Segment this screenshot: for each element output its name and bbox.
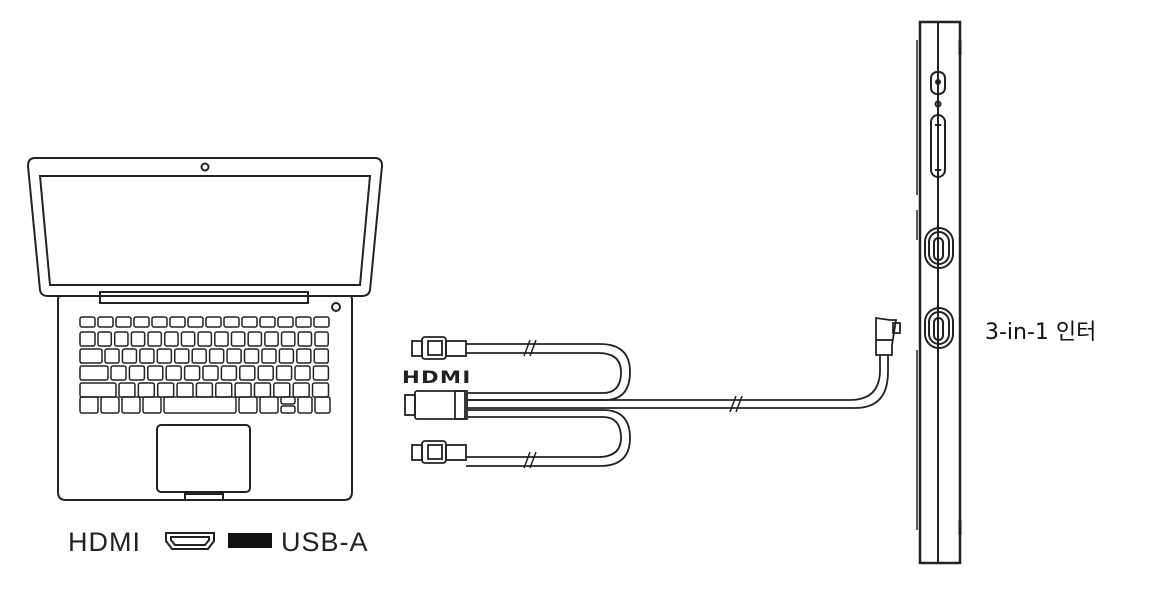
- key: [280, 405, 296, 414]
- key: [314, 331, 329, 347]
- key: [139, 348, 155, 364]
- key: [208, 348, 225, 364]
- key: [187, 316, 204, 328]
- key: [113, 331, 129, 347]
- key: [110, 365, 127, 381]
- usb-a-port-icon: [228, 533, 272, 548]
- key: [295, 316, 312, 328]
- key: [234, 382, 252, 398]
- key: [174, 348, 190, 364]
- usb-a-port-label: USB-A: [281, 527, 369, 557]
- key: [215, 382, 233, 398]
- key: [297, 331, 313, 347]
- key: [137, 382, 156, 398]
- 3-in-1-port-label: 3-in-1 인터: [985, 320, 1097, 345]
- key: [297, 396, 313, 414]
- key: [97, 331, 113, 347]
- key: [128, 365, 146, 381]
- key: [264, 331, 279, 347]
- trackpad: [156, 424, 251, 493]
- key: [243, 348, 260, 364]
- key: [247, 331, 263, 347]
- key: [197, 331, 213, 347]
- key: [180, 331, 196, 347]
- power-button: [930, 71, 946, 95]
- key: [296, 348, 312, 364]
- key: [79, 331, 96, 347]
- key: [79, 396, 99, 414]
- key: [257, 365, 274, 381]
- usb-c-port-2: [924, 307, 954, 349]
- key: [121, 348, 138, 364]
- key: [156, 348, 173, 364]
- keyboard: [79, 316, 331, 414]
- key: [223, 316, 240, 328]
- monitor-side: [916, 20, 962, 565]
- hdmi-connector-label: HDMI: [402, 368, 472, 388]
- cable: [404, 316, 901, 469]
- key: [253, 382, 272, 398]
- key: [239, 365, 256, 381]
- key: [273, 382, 291, 398]
- key: [195, 382, 214, 398]
- key: [156, 382, 175, 398]
- key: [241, 316, 258, 328]
- key: [292, 382, 310, 398]
- key: [230, 331, 246, 347]
- key: [238, 396, 258, 414]
- usb-plug-bottom: [411, 444, 423, 461]
- key: [202, 365, 219, 381]
- key: [294, 365, 311, 381]
- key: [278, 348, 295, 364]
- key: [79, 348, 103, 364]
- key: [261, 348, 277, 364]
- key: [214, 331, 229, 347]
- laptop: [26, 157, 384, 501]
- key: [130, 331, 146, 347]
- key: [151, 316, 168, 328]
- key: [280, 331, 296, 347]
- key: [259, 396, 279, 414]
- key: [191, 348, 207, 364]
- usb-plug-top: [411, 340, 423, 357]
- key: [79, 316, 96, 328]
- key: [163, 396, 237, 414]
- key: [277, 316, 294, 328]
- key: [226, 348, 242, 364]
- key: [147, 331, 163, 347]
- key: [313, 316, 330, 328]
- key: [176, 382, 194, 398]
- key: [79, 382, 117, 398]
- key: [121, 396, 141, 414]
- key: [313, 348, 330, 364]
- key: [314, 396, 331, 414]
- hdmi-port-icon: [165, 532, 215, 550]
- key: [312, 365, 330, 381]
- key: [169, 316, 186, 328]
- volume-button: [930, 114, 946, 178]
- key: [104, 348, 120, 364]
- key: [183, 365, 201, 381]
- key: [163, 331, 179, 347]
- key: [147, 365, 164, 381]
- key: [100, 396, 120, 414]
- hdmi-plug: [414, 390, 466, 420]
- key: [79, 365, 109, 381]
- key: [165, 365, 182, 381]
- key: [142, 396, 162, 414]
- key: [311, 382, 330, 398]
- key: [115, 316, 132, 328]
- key: [259, 316, 276, 328]
- hdmi-port-label: HDMI: [68, 527, 141, 557]
- key: [133, 316, 150, 328]
- key: [97, 316, 114, 328]
- key: [280, 396, 296, 405]
- key: [275, 365, 293, 381]
- key: [118, 382, 136, 398]
- usb-c-port-1: [924, 227, 954, 269]
- key: [220, 365, 238, 381]
- key: [205, 316, 222, 328]
